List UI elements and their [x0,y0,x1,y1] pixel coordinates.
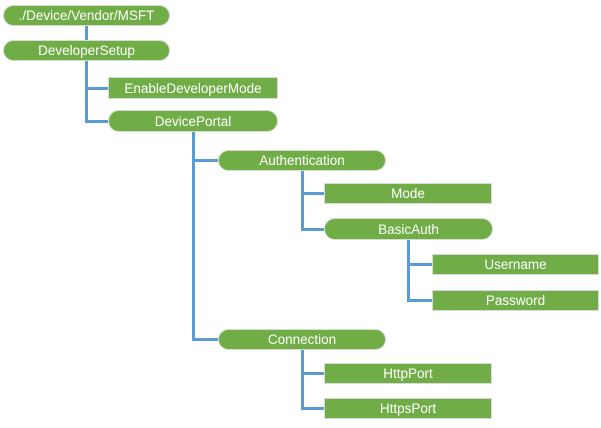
node-label: HttpPort [383,366,433,381]
connector-line [86,119,108,123]
connector-line [408,299,432,302]
node-label: Authentication [259,153,345,168]
node-device-portal: DevicePortal [108,110,278,132]
connector-line [191,132,195,341]
node-http-port: HttpPort [324,363,492,384]
node-label: ./Device/Vendor/MSFT [18,8,155,23]
node-label: HttpsPort [379,401,437,416]
node-https-port: HttpsPort [324,398,492,419]
connector-line [302,407,324,410]
connector-line [302,192,324,195]
node-enable-developer-mode: EnableDeveloperMode [108,77,278,99]
node-root: ./Device/Vendor/MSFT [3,5,170,26]
connector-line [86,86,108,90]
node-label: Connection [267,332,337,347]
node-developer-setup: DeveloperSetup [3,40,170,61]
connector-line [302,372,324,375]
node-authentication: Authentication [218,150,386,171]
node-label: Password [485,293,546,308]
node-label: DevicePortal [154,113,232,129]
connector-line [407,240,410,302]
node-mode: Mode [324,183,492,204]
connector-line [85,61,88,123]
connector-line [193,338,218,341]
node-label: DeveloperSetup [38,43,135,58]
node-connection: Connection [218,329,386,350]
connector-line [408,263,432,266]
node-basic-auth: BasicAuth [324,218,493,240]
node-label: Mode [391,186,425,201]
node-label: EnableDeveloperMode [124,80,262,96]
node-password: Password [432,290,599,311]
connector-line [302,227,324,231]
connector-line [300,171,304,231]
node-label: Username [484,257,547,272]
node-username: Username [432,254,599,275]
connector-line [300,350,304,410]
connector-line [85,26,88,40]
connector-line [193,159,218,162]
node-label: BasicAuth [378,221,439,237]
